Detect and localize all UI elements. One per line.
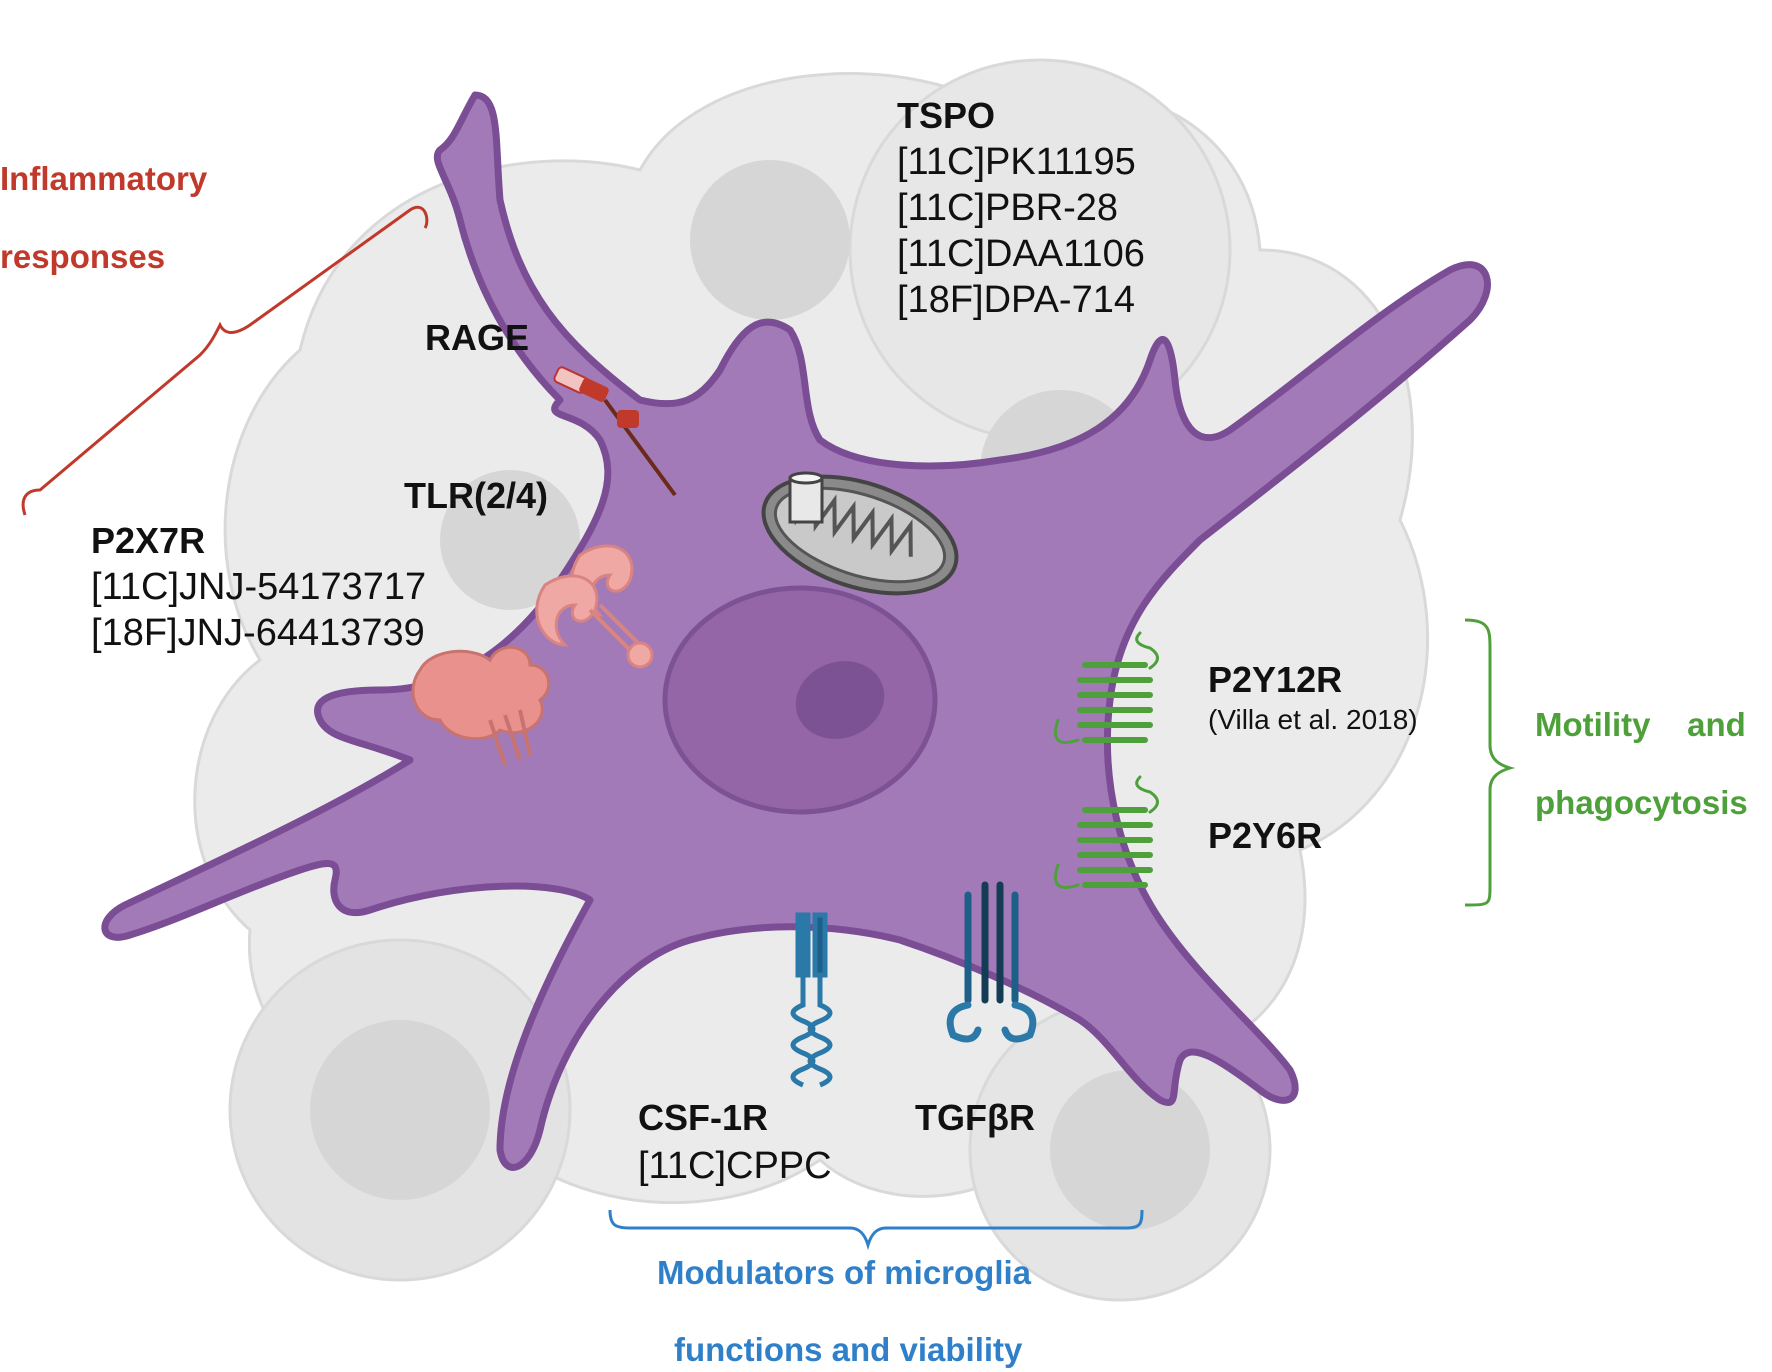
p2y6r-receptor-icon	[1054, 775, 1159, 889]
tspo-channel-icon	[788, 471, 824, 524]
background-nuclei	[310, 160, 1210, 1230]
p2y12r-title: P2Y12R	[1208, 659, 1343, 700]
modulators-brace	[608, 1209, 1144, 1251]
modulators-caption-line2: functions and viability	[674, 1331, 1023, 1368]
modulators-caption-line1: Modulators of microglia	[657, 1254, 1032, 1291]
p2x7r-title: P2X7R	[91, 520, 206, 561]
p2y6r-title: P2Y6R	[1208, 815, 1323, 856]
p2y12r-note: (Villa et al. 2018)	[1208, 704, 1418, 735]
tspo-ligand: [11C]DAA1106	[897, 233, 1145, 275]
rage-receptor-icon	[553, 366, 677, 497]
csf1r-ligand: [11C]CPPC	[638, 1145, 832, 1187]
p2y12r-receptor-icon	[1054, 631, 1159, 744]
tspo-ligand: [11C]PK11195	[897, 141, 1136, 183]
tspo-ligand-list: [11C]PK11195 [11C]PBR-28 [11C]DAA1106 [1…	[897, 143, 1145, 327]
tgfbr-title: TGFβR	[915, 1097, 1035, 1138]
tspo-title: TSPO	[897, 95, 996, 136]
nucleolus	[795, 661, 885, 739]
tlr-label: TLR(2/4)	[404, 475, 548, 516]
csf1r-receptor-icon	[790, 912, 833, 1088]
motility-caption-line2: phagocytosis	[1535, 784, 1748, 821]
tlr-receptor-icon	[535, 544, 654, 669]
p2x7r-receptor-icon	[411, 645, 551, 766]
p2x7r-ligand: [18F]JNJ-64413739	[91, 612, 425, 654]
rage-label: RAGE	[425, 317, 530, 358]
p2x7r-ligand-list: [11C]JNJ-54173717 [18F]JNJ-64413739	[91, 568, 426, 660]
inflammatory-caption-line1: Inflammatory	[0, 160, 208, 197]
csf1r-title: CSF-1R	[638, 1097, 769, 1138]
motility-brace	[1464, 618, 1516, 907]
tgfbr-receptor-icon	[946, 881, 1037, 1043]
inflammatory-caption-line2: responses	[0, 238, 166, 275]
inflammatory-brace	[21, 205, 429, 516]
tspo-ligand: [18F]DPA-714	[897, 279, 1135, 321]
motility-caption-line1: Motility and	[1535, 706, 1746, 743]
p2x7r-ligand: [11C]JNJ-54173717	[91, 566, 427, 608]
tspo-ligand: [11C]PBR-28	[897, 187, 1119, 229]
